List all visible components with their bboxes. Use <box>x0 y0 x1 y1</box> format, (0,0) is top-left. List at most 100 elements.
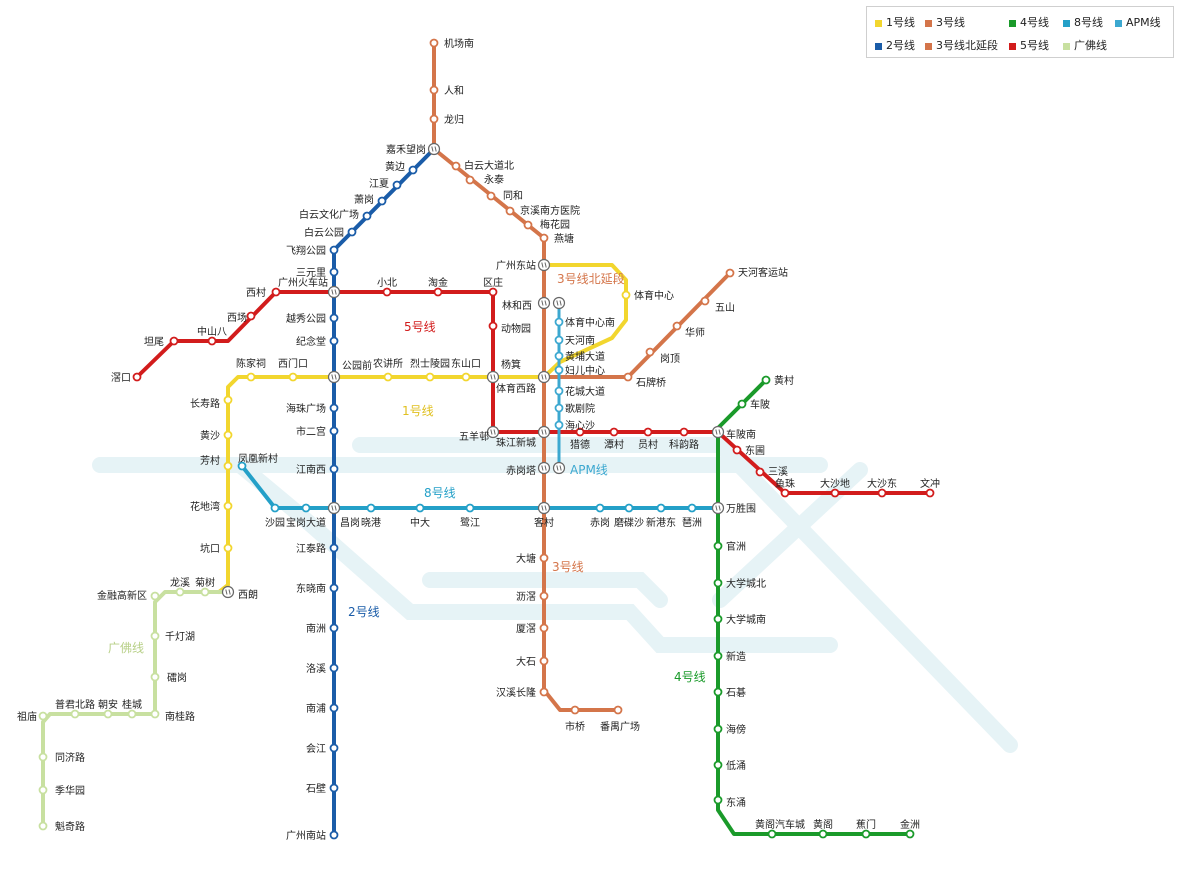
station-longxi[interactable] <box>175 587 185 597</box>
station-taojin[interactable] <box>433 287 443 297</box>
station-jiangxia[interactable] <box>392 180 402 190</box>
station-yuexiugongyuan[interactable] <box>329 313 339 323</box>
station-guicheng[interactable] <box>127 709 137 719</box>
station-liede[interactable] <box>575 427 585 437</box>
station-datang[interactable] <box>539 553 549 563</box>
station-sanyuanli[interactable] <box>329 267 339 277</box>
station-tiyuzhongxin[interactable] <box>621 290 631 300</box>
station-xichang[interactable] <box>246 311 256 321</box>
interchange-apmend[interactable] <box>552 461 566 475</box>
interchange-yangji[interactable] <box>486 370 500 384</box>
interchange-changgang[interactable] <box>327 501 341 515</box>
station-xiaogang[interactable] <box>377 196 387 206</box>
station-chigangs[interactable] <box>595 503 605 513</box>
station-wushan[interactable] <box>700 296 710 306</box>
station-xingangdong[interactable] <box>656 503 666 513</box>
station-daxuechengbei[interactable] <box>713 578 723 588</box>
interchange-tiyuxilu[interactable] <box>537 370 551 384</box>
legend-item[interactable]: 3号线 <box>925 14 965 30</box>
station-jinronggaoxin[interactable] <box>150 591 160 601</box>
station-huijiang[interactable] <box>329 743 339 753</box>
station-tianhenan[interactable] <box>554 335 564 345</box>
station-yantang[interactable] <box>539 233 549 243</box>
station-nanpu[interactable] <box>329 703 339 713</box>
station-changshoulu[interactable] <box>223 395 233 405</box>
station-huangcun[interactable] <box>761 375 771 385</box>
station-huashi[interactable] <box>672 321 682 331</box>
station-shiergong[interactable] <box>329 426 339 436</box>
station-jiaomen[interactable] <box>861 829 871 839</box>
interchange-chigang[interactable] <box>537 461 551 475</box>
station-dongshankou[interactable] <box>461 372 471 382</box>
interchange-jiahewanggang[interactable] <box>427 142 441 156</box>
station-dongwuyuan[interactable] <box>488 321 498 331</box>
station-tiyuzhongxinnan[interactable] <box>554 317 564 327</box>
station-baiyungongyuan[interactable] <box>347 227 357 237</box>
interchange-linhexi_i[interactable] <box>537 296 551 310</box>
station-huangsha[interactable] <box>223 430 233 440</box>
station-quzhuang[interactable] <box>488 287 498 297</box>
station-huadiwan[interactable] <box>223 501 233 511</box>
station-shibi[interactable] <box>329 783 339 793</box>
interchange-wuyangcun[interactable] <box>486 425 500 439</box>
station-zhongshanba[interactable] <box>207 336 217 346</box>
station-kengkou[interactable] <box>223 543 233 553</box>
station-dashi[interactable] <box>539 656 549 666</box>
interchange-guangzhoudongzhan[interactable] <box>537 258 551 272</box>
station-lijiao[interactable] <box>539 591 549 601</box>
station-lieshilingyuan[interactable] <box>425 372 435 382</box>
station-nanguilu[interactable] <box>150 709 160 719</box>
station-xiaobei[interactable] <box>382 287 392 297</box>
station-fenghuangxincun[interactable] <box>237 461 247 471</box>
station-huangbian[interactable] <box>408 165 418 175</box>
station-jiangtailu[interactable] <box>329 543 339 553</box>
station-funvzhongxin[interactable] <box>554 365 564 375</box>
station-tonghe[interactable] <box>486 191 496 201</box>
station-gejuyuan[interactable] <box>554 403 564 413</box>
station-renhe[interactable] <box>429 85 439 95</box>
station-guangzhounanzhan[interactable] <box>329 830 339 840</box>
station-dichong[interactable] <box>713 760 723 770</box>
station-daxuechengnan[interactable] <box>713 614 723 624</box>
station-xiaogangs[interactable] <box>366 503 376 513</box>
legend-item[interactable]: 4号线 <box>1009 14 1049 30</box>
station-huangpudadao[interactable] <box>554 351 564 361</box>
interchange-wanshengwei[interactable] <box>711 501 725 515</box>
station-nongjiangsuo[interactable] <box>383 372 393 382</box>
station-shibei[interactable] <box>713 687 723 697</box>
station-meihuayuan[interactable] <box>523 220 533 230</box>
legend-item[interactable]: APM线 <box>1115 14 1161 30</box>
station-chaoan[interactable] <box>103 709 113 719</box>
interchange-chebeinan[interactable] <box>711 425 725 439</box>
station-sanxi[interactable] <box>755 467 765 477</box>
legend-item[interactable]: 2号线 <box>875 37 915 53</box>
station-jiniantang[interactable] <box>329 336 339 346</box>
station-guanzhou[interactable] <box>713 541 723 551</box>
station-jingxi[interactable] <box>505 206 515 216</box>
station-jiaokou[interactable] <box>132 372 142 382</box>
station-haixinsha[interactable] <box>554 420 564 430</box>
station-chepi[interactable] <box>737 399 747 409</box>
station-feixianggongyuan[interactable] <box>329 245 339 255</box>
station-huangge_qiche[interactable] <box>767 829 777 839</box>
station-yuzhu[interactable] <box>780 488 790 498</box>
station-zumiao[interactable] <box>38 711 48 721</box>
station-jihuayuan[interactable] <box>38 785 48 795</box>
station-shiqiao[interactable] <box>570 705 580 715</box>
station-dengang[interactable] <box>150 672 160 682</box>
station-gangding[interactable] <box>645 347 655 357</box>
legend-item[interactable]: 5号线 <box>1009 37 1049 53</box>
station-pazhou[interactable] <box>687 503 697 513</box>
legend-item[interactable]: 3号线北延段 <box>925 37 998 53</box>
interchange-tiyu_apm[interactable] <box>552 296 566 310</box>
station-yongtai[interactable] <box>465 175 475 185</box>
station-kuiqilu[interactable] <box>38 821 48 831</box>
station-jinzhou[interactable] <box>905 829 915 839</box>
station-chenjiaci[interactable] <box>246 372 256 382</box>
interchange-gongyuanqian[interactable] <box>327 370 341 384</box>
interchange-guangzhouhuochezhan[interactable] <box>327 285 341 299</box>
station-xinzao[interactable] <box>713 651 723 661</box>
interchange-xilang[interactable] <box>221 585 235 599</box>
interchange-kecun[interactable] <box>537 501 551 515</box>
station-shipaiqiao[interactable] <box>623 372 633 382</box>
